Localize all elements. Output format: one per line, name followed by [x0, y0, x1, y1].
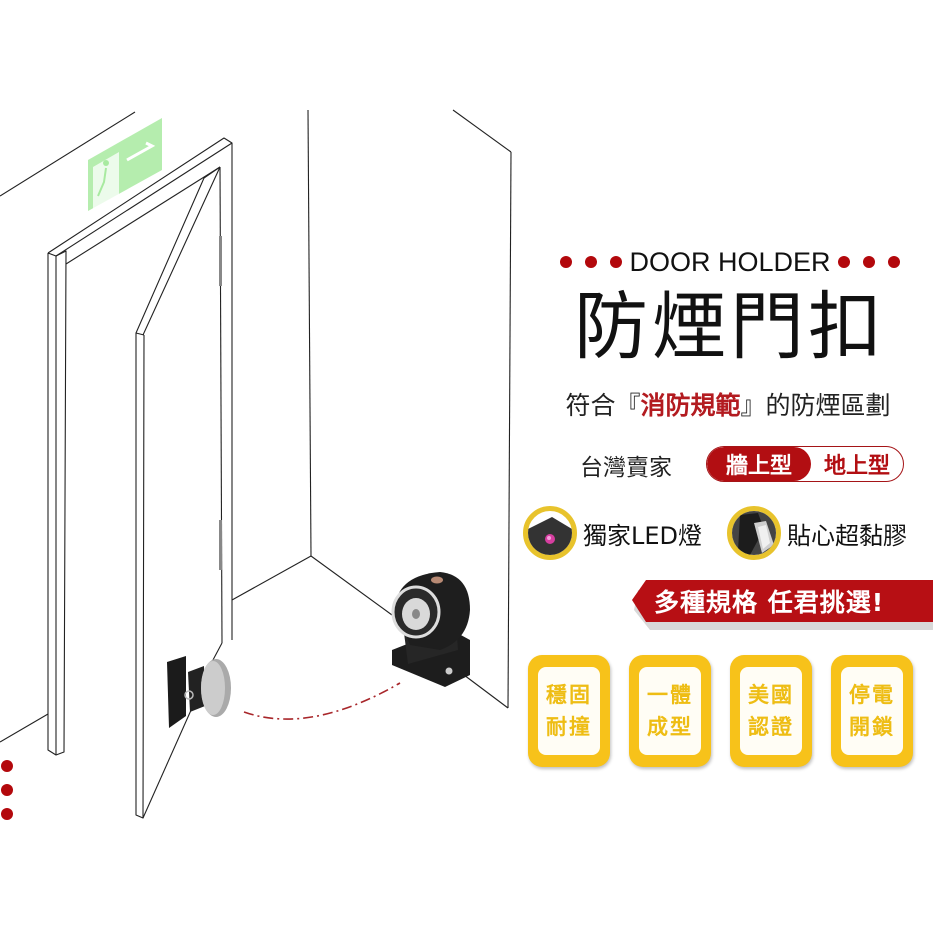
- type-option-floor[interactable]: 地上型: [823, 454, 890, 479]
- side-decorative-dots: [1, 760, 13, 820]
- dot-icon: [560, 256, 573, 268]
- mount-type-toggle[interactable]: 牆上型 地上型: [706, 446, 904, 482]
- feature-adhesive: 貼心超黏膠: [727, 506, 907, 560]
- badge-line: 美國: [748, 683, 794, 707]
- feature-led: 獨家LED燈: [523, 506, 702, 560]
- type-option-wall[interactable]: 牆上型: [707, 447, 811, 481]
- badge-line: 停電: [849, 683, 895, 707]
- badge-line: 穩固: [546, 683, 592, 707]
- badge-line: 一體: [647, 683, 693, 707]
- badge-us-certified: 美國 認證: [730, 655, 812, 767]
- dot-icon: [837, 256, 850, 268]
- product-subtitle: 符合『消防規範』的防煙區劃: [548, 388, 908, 424]
- wall-magnetic-holder-icon: [391, 572, 470, 687]
- adhesive-pad-icon: [727, 506, 781, 560]
- badge-line: 成型: [647, 715, 693, 739]
- decorative-dots: [837, 256, 900, 268]
- dot-icon: [585, 256, 598, 268]
- feature-label: 獨家LED燈: [583, 521, 703, 550]
- exit-sign-icon: [88, 118, 162, 211]
- dot-icon: [1, 760, 13, 772]
- eyebrow-text: DOOR HOLDER: [629, 246, 831, 277]
- seller-label: 台灣賣家: [580, 455, 672, 481]
- badge-line: 認證: [748, 715, 794, 739]
- feature-badges: 穩固 耐撞 一體 成型 美國 認證 停電 開鎖: [528, 655, 913, 767]
- badge-sturdy: 穩固 耐撞: [528, 655, 610, 767]
- dot-icon: [887, 256, 900, 268]
- dot-icon: [610, 256, 623, 268]
- dot-icon: [1, 784, 13, 796]
- spec-banner: 多種規格 任君挑選!: [628, 578, 933, 630]
- door-armature-plate-icon: [167, 656, 231, 728]
- feature-label: 貼心超黏膠: [787, 521, 907, 550]
- banner-text: 多種規格 任君挑選!: [654, 588, 885, 617]
- decorative-dots: [560, 256, 623, 268]
- badge-power-release: 停電 開鎖: [831, 655, 913, 767]
- dot-icon: [1, 808, 13, 820]
- subtitle-suffix: 』的防煙區劃: [740, 391, 891, 420]
- badge-line: 耐撞: [546, 715, 592, 739]
- badge-line: 開鎖: [849, 715, 895, 739]
- subtitle-highlight: 消防規範: [640, 391, 741, 420]
- eyebrow-heading: DOOR HOLDER: [560, 244, 900, 280]
- badge-one-piece: 一體 成型: [629, 655, 711, 767]
- dot-icon: [862, 256, 875, 268]
- product-title: 防煙門扣: [574, 284, 886, 370]
- subtitle-prefix: 符合『: [565, 391, 641, 420]
- led-light-icon: [523, 506, 577, 560]
